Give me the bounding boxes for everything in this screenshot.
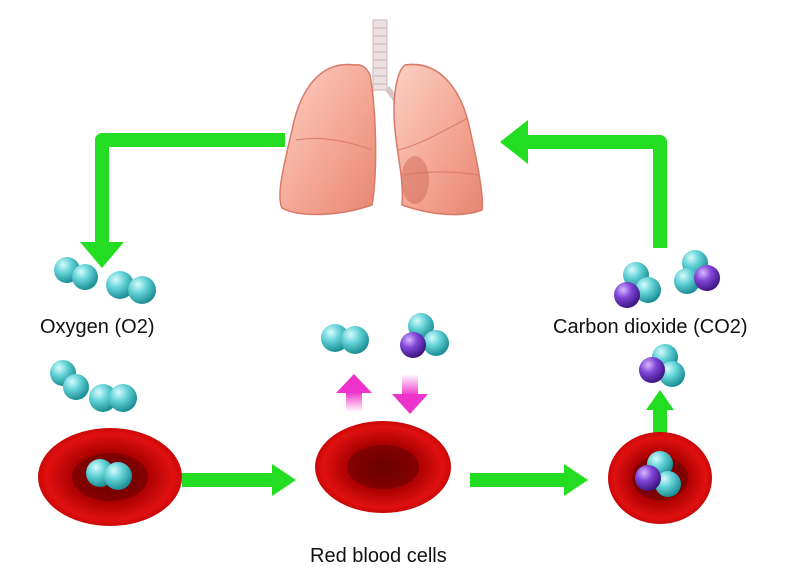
oxygen-molecule-4 (89, 384, 137, 412)
oxygen-release-arrow (336, 374, 372, 412)
oxygen-molecule-3 (50, 360, 89, 400)
oxygen-molecule-1 (54, 257, 98, 290)
co2-path-arrow (500, 120, 667, 248)
co2-uptake-arrow (392, 374, 428, 414)
red-blood-cell-right (608, 432, 712, 524)
oxygen-label: Oxygen (O2) (40, 316, 155, 338)
red-blood-cell-middle (315, 421, 451, 513)
co2-molecule-middle (400, 313, 449, 358)
flow-arrow-1 (182, 464, 296, 496)
flow-arrow-2 (470, 464, 588, 496)
oxygen-molecule-middle (321, 324, 369, 354)
red-blood-cells-label: Red blood cells (310, 545, 447, 567)
lungs-illustration (279, 19, 484, 216)
co2-molecule-1 (614, 262, 661, 308)
co2-molecule-2 (674, 250, 720, 294)
co2-release-arrow (646, 390, 674, 433)
carbon-dioxide-label: Carbon dioxide (CO2) (553, 316, 748, 338)
oxygen-path-arrow (80, 133, 285, 268)
red-blood-cell-left (38, 428, 182, 526)
co2-molecule-3 (639, 344, 685, 387)
oxygen-molecule-2 (106, 271, 156, 304)
